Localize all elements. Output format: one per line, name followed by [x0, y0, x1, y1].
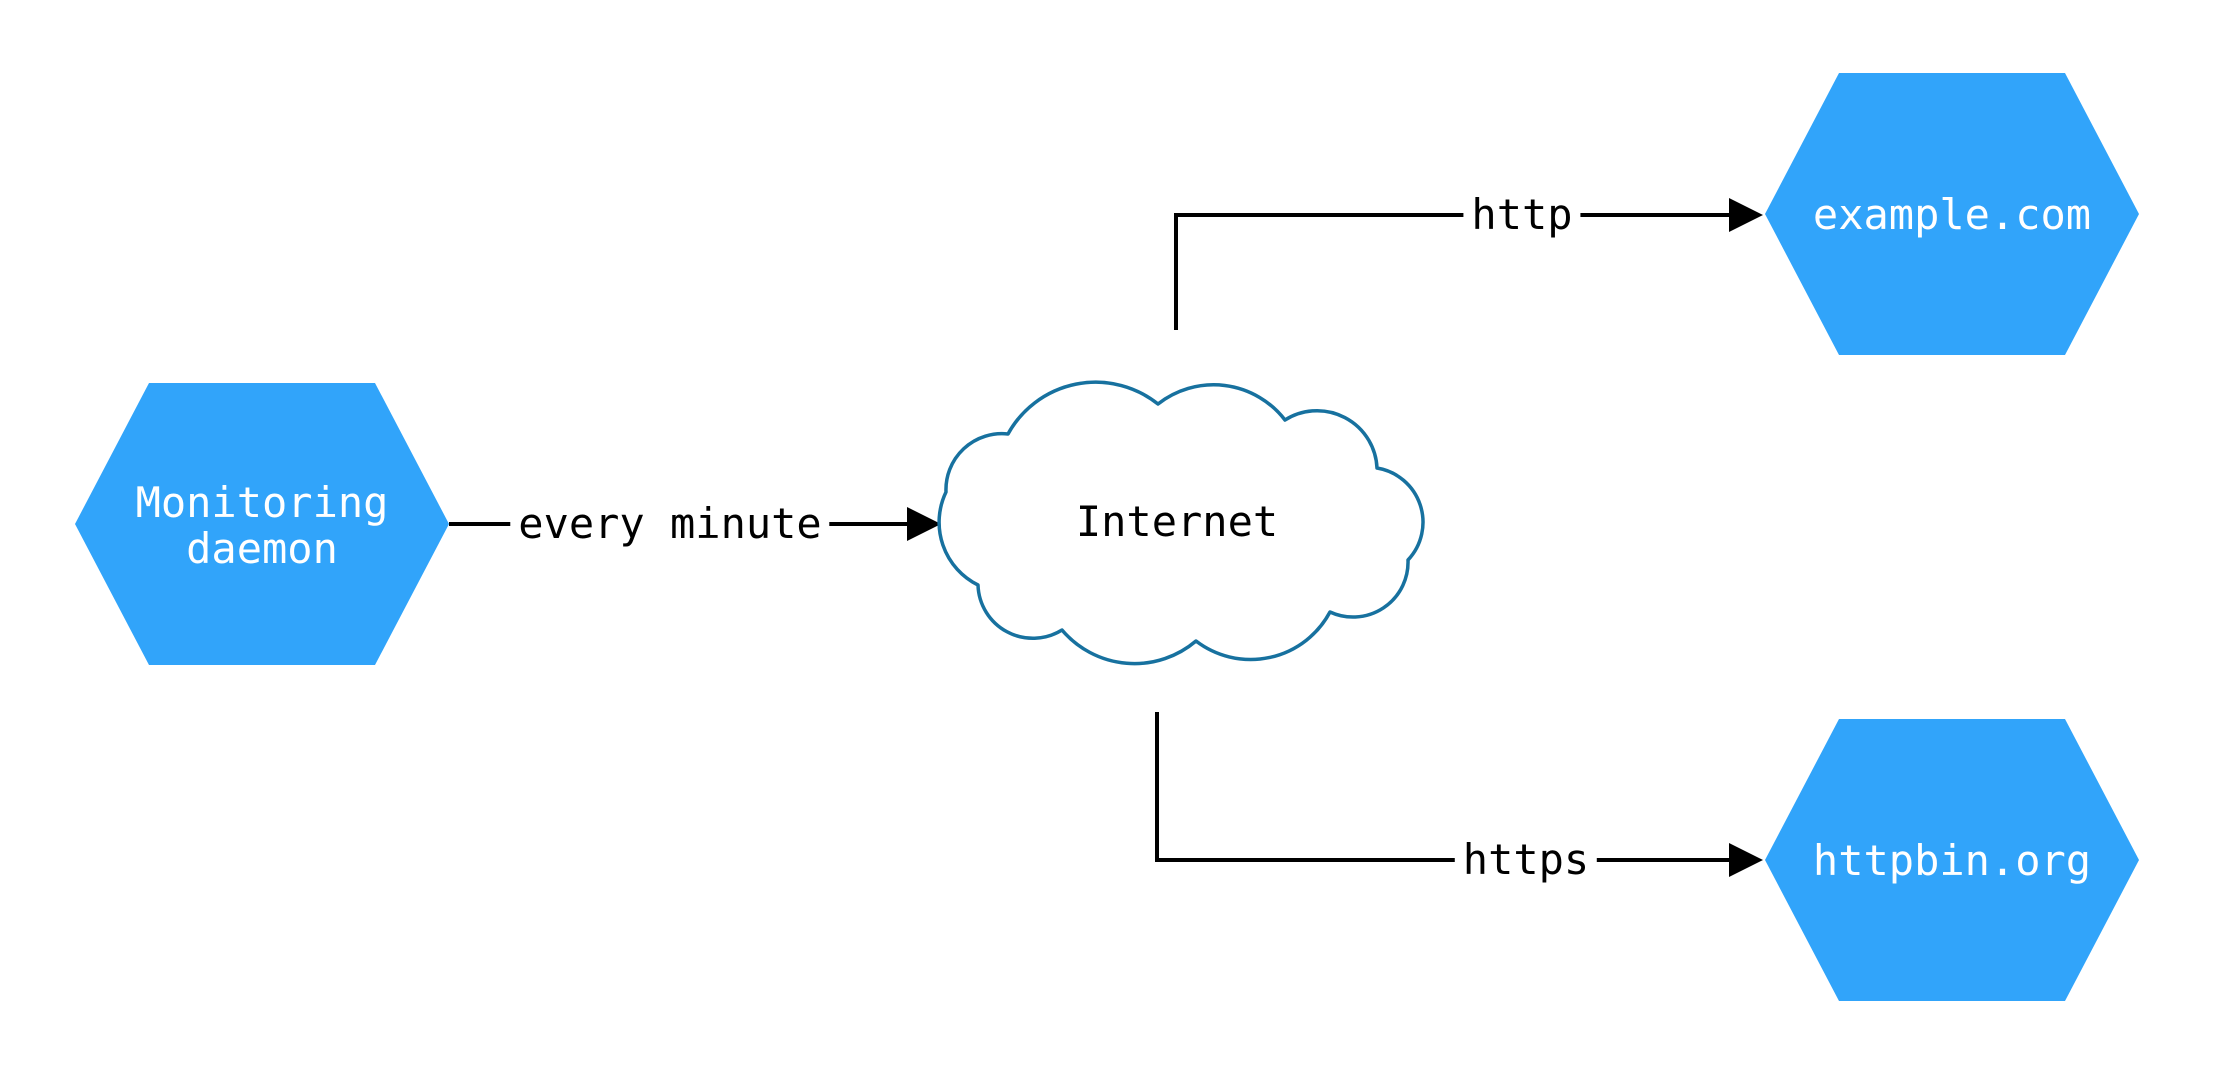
- node-monitoring-daemon-label: Monitoring daemon: [135, 477, 389, 573]
- node-httpbin-org-shape: [1765, 719, 2139, 1001]
- edge-every-minute-label: every minute: [510, 498, 830, 550]
- edge-every-minute-arrowhead-icon: [907, 507, 941, 541]
- node-internet-label: Internet: [1075, 496, 1279, 546]
- edge-http-line: [1174, 213, 1731, 330]
- edge-https-label: https: [1454, 834, 1598, 886]
- edge-http-label: http: [1463, 189, 1581, 241]
- edge-http-arrowhead-icon: [1729, 198, 1763, 232]
- node-example-com-label: example.com: [1812, 189, 2092, 239]
- edge-https-arrowhead-icon: [1729, 843, 1763, 877]
- node-httpbin-org-label: httpbin.org: [1812, 835, 2092, 885]
- node-example-com-shape: [1765, 73, 2139, 355]
- edge-https-line: [1155, 712, 1731, 862]
- node-internet-cloud-shape: [937, 380, 1425, 666]
- node-monitoring-daemon-shape: [75, 383, 449, 665]
